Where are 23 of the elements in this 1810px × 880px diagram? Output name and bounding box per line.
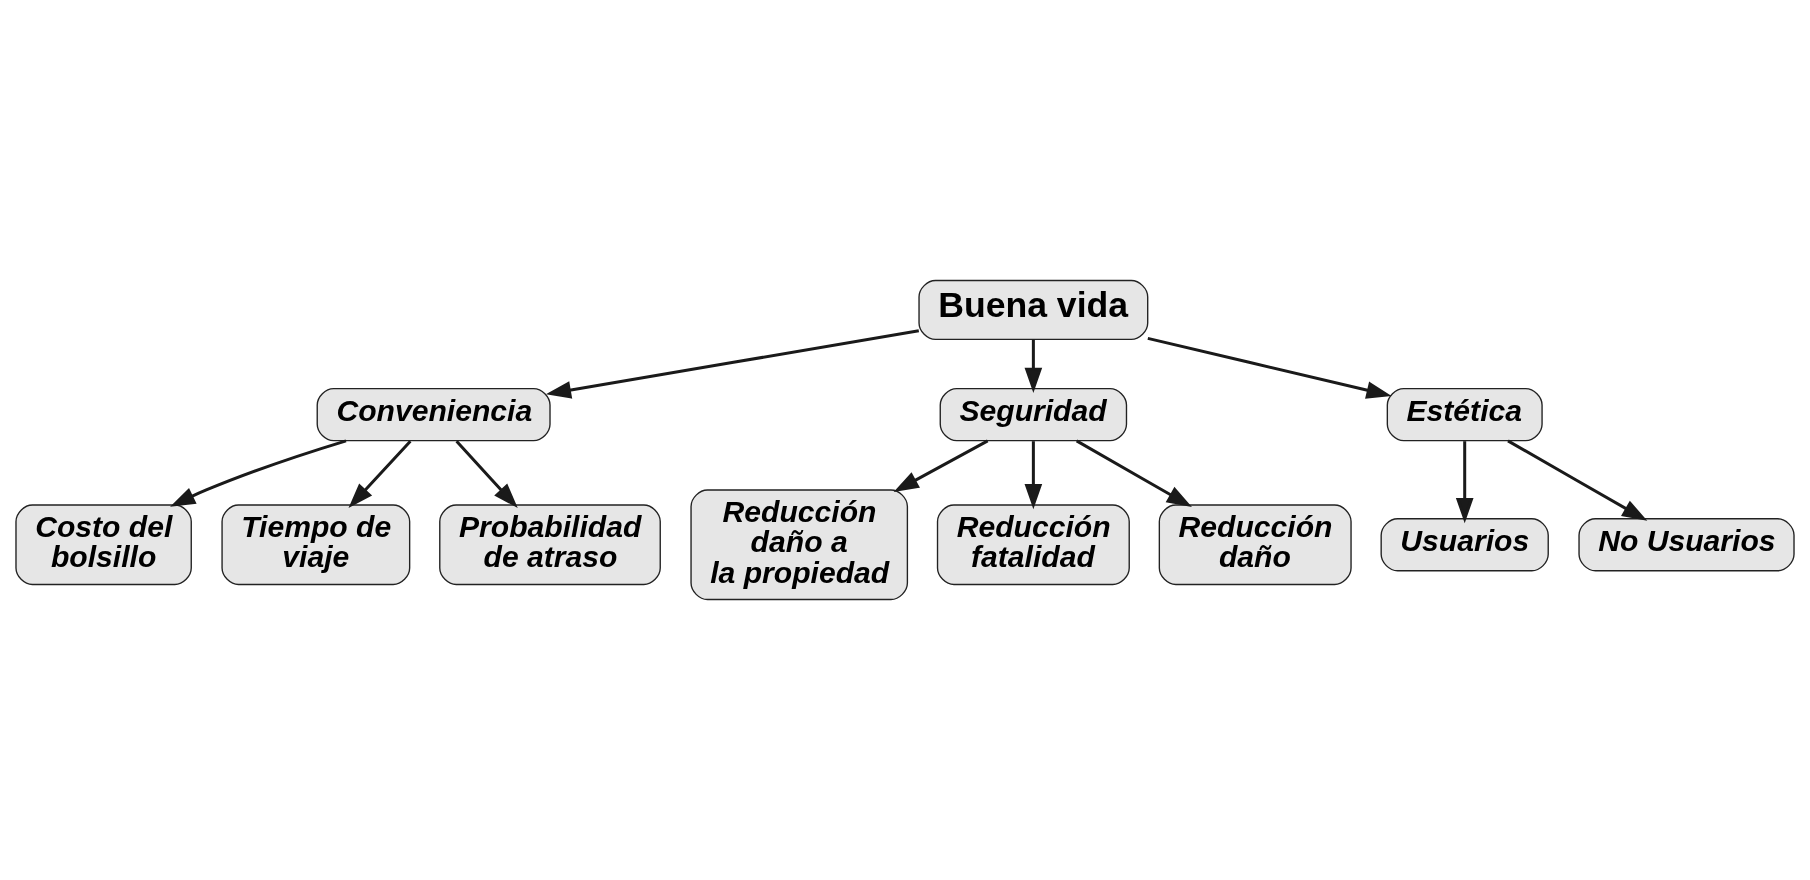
node-box: Reducción daño a la propiedad [690, 489, 909, 601]
arrow [455, 440, 518, 509]
arrow [893, 439, 989, 493]
arrow [348, 440, 412, 509]
node-box: Buena vida [918, 279, 1149, 341]
arrow [1507, 439, 1648, 521]
arrow [1024, 339, 1043, 394]
arrow [170, 439, 347, 507]
node-box: Tiempo de viaje [221, 504, 411, 586]
node-box: Conveniencia [316, 387, 551, 442]
node-box: Usuarios [1380, 518, 1549, 572]
node-box: Reducción daño [1158, 504, 1352, 586]
arrow [1075, 439, 1192, 508]
node-box: Estética [1386, 387, 1543, 442]
arrow [1024, 441, 1043, 510]
node-box: Seguridad [939, 387, 1128, 442]
node-box: No Usuarios [1578, 518, 1795, 572]
node-box: Costo del bolsillo [15, 504, 192, 586]
arrow [1147, 336, 1392, 399]
node-box: Probabilidad de atraso [439, 504, 661, 586]
arrow [1455, 441, 1474, 524]
arrow [545, 329, 920, 399]
node-box: Reducción fatalidad [936, 504, 1130, 586]
